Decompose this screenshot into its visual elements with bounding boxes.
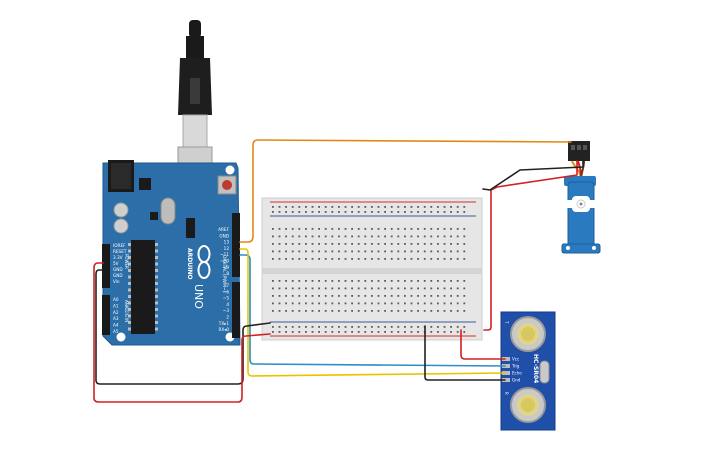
- pin-label: Vin: [113, 279, 120, 284]
- pin-label: 3.3V: [113, 255, 123, 260]
- pin-label: A2: [113, 310, 119, 315]
- pin-label: 13: [224, 240, 230, 245]
- transducer-bottom: [510, 387, 546, 423]
- sensor-pin[interactable]: [502, 364, 510, 368]
- digital-title: DIGITAL (PWM~): [221, 255, 227, 293]
- wire-red-sensor-vcc: [460, 329, 506, 360]
- pin-label: A3: [113, 316, 119, 321]
- sensor-pin[interactable]: [502, 357, 510, 361]
- svg-text:T: T: [504, 320, 509, 324]
- pin-label: RESET: [113, 249, 127, 254]
- mount-hole: [225, 165, 235, 175]
- pin-label: AREF: [218, 227, 229, 232]
- model-label: UNO: [192, 284, 205, 309]
- pin-label: 4: [226, 302, 229, 307]
- sensor-model-label: HC-SR04: [532, 354, 539, 383]
- arduino-board: ARDUINO UNO DIGITAL (PWM~) POWER ANALOG …: [102, 160, 241, 346]
- wire-red-board-5v: [93, 262, 271, 403]
- wire-orange-servo-signal: [239, 139, 572, 243]
- pin-label: A5: [113, 329, 119, 334]
- sensor-pin[interactable]: [502, 378, 510, 382]
- servo-connector: [568, 141, 590, 161]
- analog-header: [102, 295, 110, 335]
- wire-yellow-sensor-echo: [239, 248, 506, 377]
- pin-label: ~6: [223, 289, 230, 294]
- wire-black-board-gnd: [95, 269, 271, 385]
- power-header: [102, 244, 110, 288]
- pin-label: A4: [113, 323, 119, 328]
- breadboard: [261, 197, 483, 341]
- wire-black-servo-ground: [482, 160, 584, 191]
- transducer-top: [510, 316, 546, 352]
- microcontroller-chip: [131, 240, 155, 334]
- pin-label: 2: [226, 315, 229, 320]
- crystal: [539, 360, 550, 384]
- pin-label: ~10: [220, 259, 229, 264]
- sensor-pin-label: Trig: [511, 364, 520, 369]
- pin-label: GND: [113, 267, 123, 272]
- digital-header-top: [232, 213, 240, 277]
- wire-black-sensor-gnd: [424, 325, 506, 381]
- pin-label: RX◂0: [218, 327, 229, 332]
- sensor-pin[interactable]: [502, 371, 510, 375]
- sensor-pin-label: Echo: [512, 371, 522, 376]
- pin-label: GND: [113, 273, 123, 278]
- pin-label: ~3: [223, 308, 230, 313]
- pin-label: TX▸1: [218, 321, 230, 326]
- pin-label: IOREF: [113, 243, 126, 248]
- pin-label: GND: [219, 233, 229, 238]
- svg-text:R: R: [504, 392, 509, 395]
- pin-label: ~5: [223, 296, 230, 301]
- mount-hole: [116, 332, 126, 342]
- pin-label: ~9: [223, 265, 230, 270]
- digital-header-bottom: [232, 282, 240, 338]
- pin-label: 12: [224, 246, 230, 251]
- servo-motor: [561, 141, 601, 254]
- arduino-logo: [197, 245, 211, 279]
- pin-label: 8: [226, 271, 229, 276]
- wire-red-servo-power: [483, 160, 578, 331]
- power-title: POWER: [124, 254, 129, 269]
- analog-title: ANALOG IN: [124, 300, 129, 322]
- pin-label: A1: [113, 303, 119, 308]
- sensor-pin-label: Vcc: [512, 357, 519, 362]
- sensor-pin-label: Gnd: [512, 378, 521, 383]
- brand-label: ARDUINO: [186, 248, 193, 279]
- pin-label: 5V: [113, 261, 119, 266]
- pin-label: ~11: [220, 252, 229, 257]
- pin-label: 7: [226, 283, 229, 288]
- wires: [93, 139, 584, 403]
- pin-label: A0: [113, 297, 119, 302]
